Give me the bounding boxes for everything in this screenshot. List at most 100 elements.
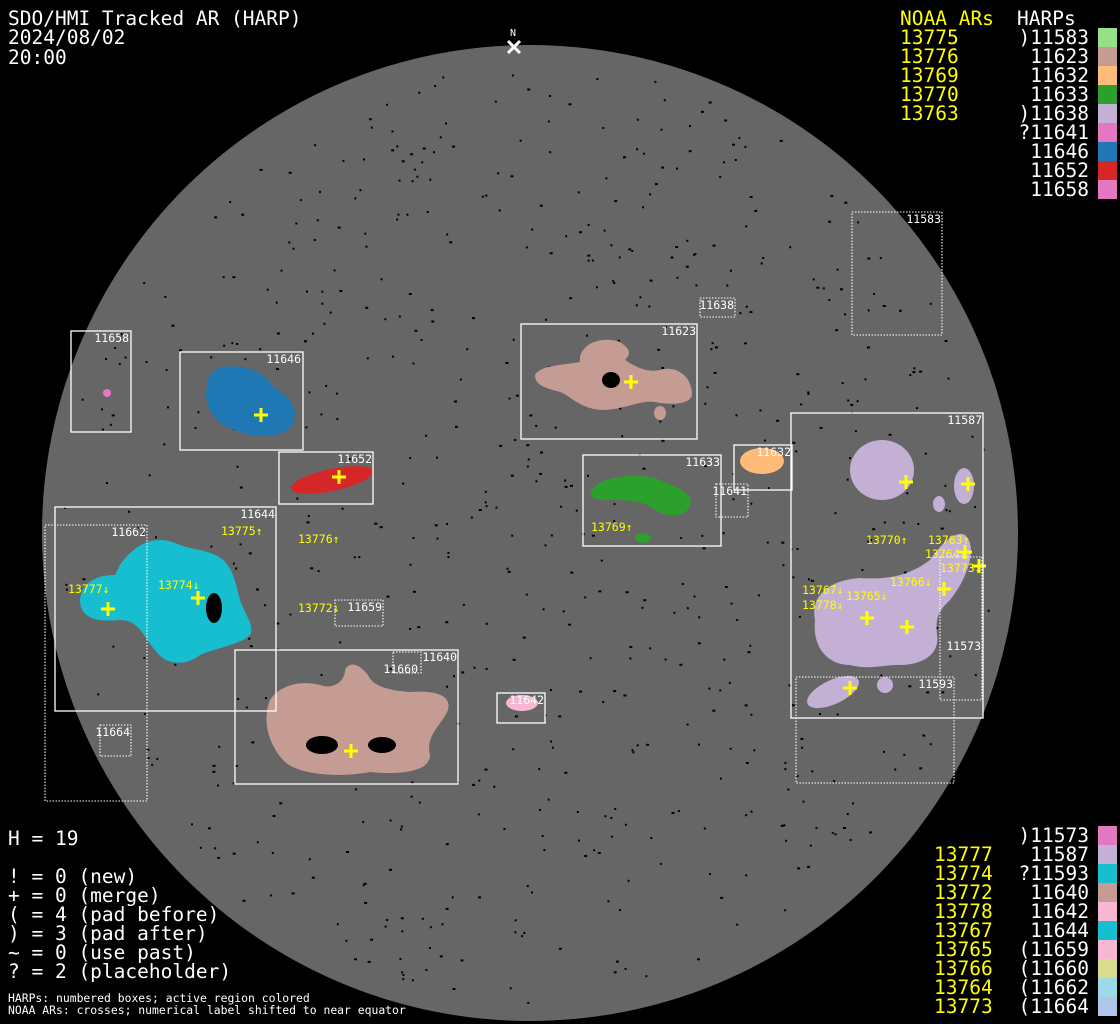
speckle <box>944 484 947 487</box>
speckle <box>643 599 647 602</box>
speckle <box>337 226 341 229</box>
region-11644 <box>80 540 252 663</box>
speckle <box>81 398 84 401</box>
speckle <box>384 925 387 928</box>
harp-label: 11642 <box>509 693 544 707</box>
harp-box-11593[interactable]: 11593 <box>795 676 955 784</box>
harp-box-11623[interactable]: 11623 <box>520 323 698 440</box>
speckle <box>399 958 402 960</box>
noaa-legend-item: 13775 <box>900 26 959 49</box>
speckle <box>232 782 236 785</box>
speckle <box>398 179 401 182</box>
harp-box-11638[interactable]: 11638 <box>699 297 736 318</box>
harp-legend-item: )11638 <box>1019 102 1089 125</box>
speckle <box>237 698 240 700</box>
speckle <box>614 808 617 810</box>
harp-box-11659[interactable]: 11659 <box>334 599 384 627</box>
harp-box-11644[interactable]: 11644 <box>54 506 277 712</box>
speckle <box>722 532 725 535</box>
speckle <box>745 225 748 228</box>
speckle <box>982 448 985 451</box>
harp-label: 11640 <box>422 650 457 664</box>
harp-label: 11583 <box>906 212 941 226</box>
speckle <box>833 780 836 783</box>
speckle <box>535 424 538 427</box>
speckle <box>971 435 974 438</box>
speckle <box>485 622 488 625</box>
speckle <box>163 443 166 446</box>
speckle <box>565 235 568 238</box>
noaa-legend-item: 13763 <box>900 102 959 125</box>
speckle <box>259 348 262 351</box>
speckle <box>840 288 843 291</box>
speckle <box>703 465 707 468</box>
speckle <box>434 85 437 87</box>
harp-box-11632[interactable]: 11632 <box>733 444 793 491</box>
speckle <box>367 960 371 963</box>
harp-box-11662[interactable]: 11662 <box>44 524 148 802</box>
harp-box-11587[interactable]: 11587 <box>790 412 984 719</box>
harp-box-11583[interactable]: 11583 <box>851 211 943 336</box>
north-marker: N <box>506 28 522 55</box>
speckle <box>844 201 848 204</box>
speckle <box>584 596 587 599</box>
harp-box-11640[interactable]: 11640 <box>234 649 459 785</box>
harp-box-11660[interactable]: 11660 <box>383 651 422 676</box>
noaa-label-13764: 13764↓ <box>925 547 967 561</box>
speckle <box>366 357 369 360</box>
speckle <box>400 828 403 831</box>
speckle <box>527 458 530 461</box>
speckle <box>119 333 123 336</box>
speckle <box>336 418 339 421</box>
harp-box-11633[interactable]: 11633 <box>582 454 722 547</box>
harp-legend-item: 11632 <box>1030 64 1089 87</box>
speckle <box>114 347 117 350</box>
speckle <box>760 262 763 265</box>
stats: H = 19 ! = 0 (new) + = 0 (merge) ( = 4 (… <box>8 827 406 1017</box>
speckle <box>916 407 918 410</box>
speckle <box>596 78 599 80</box>
region-11652 <box>290 466 374 494</box>
speckle <box>320 413 323 416</box>
speckle <box>628 248 632 251</box>
harp-legend-item: 11642 <box>1030 900 1089 923</box>
speckle <box>445 843 449 846</box>
harp-box-11642[interactable]: 11642 <box>496 692 546 724</box>
harp-box-11652[interactable]: 11652 <box>278 451 374 505</box>
harp-box-11641[interactable]: 11641 <box>712 483 749 518</box>
map-date: 2024/08/02 <box>8 26 125 49</box>
speckle <box>65 583 68 586</box>
speckle <box>809 844 812 847</box>
stat-use-past: ~ = 0 (use past) <box>8 941 196 964</box>
speckle <box>747 651 751 654</box>
speckle <box>702 547 706 550</box>
region-11587 <box>807 440 974 709</box>
noaa-legend-item: 13773 <box>934 995 993 1018</box>
speckle <box>413 168 416 171</box>
harp-legend-item: )11583 <box>1019 26 1089 49</box>
harp-box-11658[interactable]: 11658 <box>70 330 132 433</box>
harp-box-11573[interactable]: 11573 <box>939 556 983 701</box>
speckle <box>880 674 883 677</box>
speckle <box>248 637 251 640</box>
speckle <box>750 810 753 813</box>
speckle <box>232 562 235 565</box>
speckle <box>279 802 283 805</box>
speckle <box>411 180 414 183</box>
speckle <box>239 486 243 489</box>
harp-color-swatch <box>1098 104 1117 123</box>
speckle <box>259 168 263 171</box>
speckle <box>236 465 239 468</box>
harp-box-11646[interactable]: 11646 <box>179 351 304 451</box>
speckle <box>164 295 167 298</box>
speckle <box>398 315 401 318</box>
speckle <box>759 409 762 412</box>
stat-new: ! = 0 (new) <box>8 865 137 888</box>
speckle <box>434 524 438 527</box>
harp-box-11664[interactable]: 11664 <box>95 724 132 757</box>
speckle <box>402 974 405 976</box>
speckle <box>64 506 67 509</box>
speckle <box>767 487 770 490</box>
speckle <box>341 507 344 510</box>
speckle <box>308 391 311 394</box>
